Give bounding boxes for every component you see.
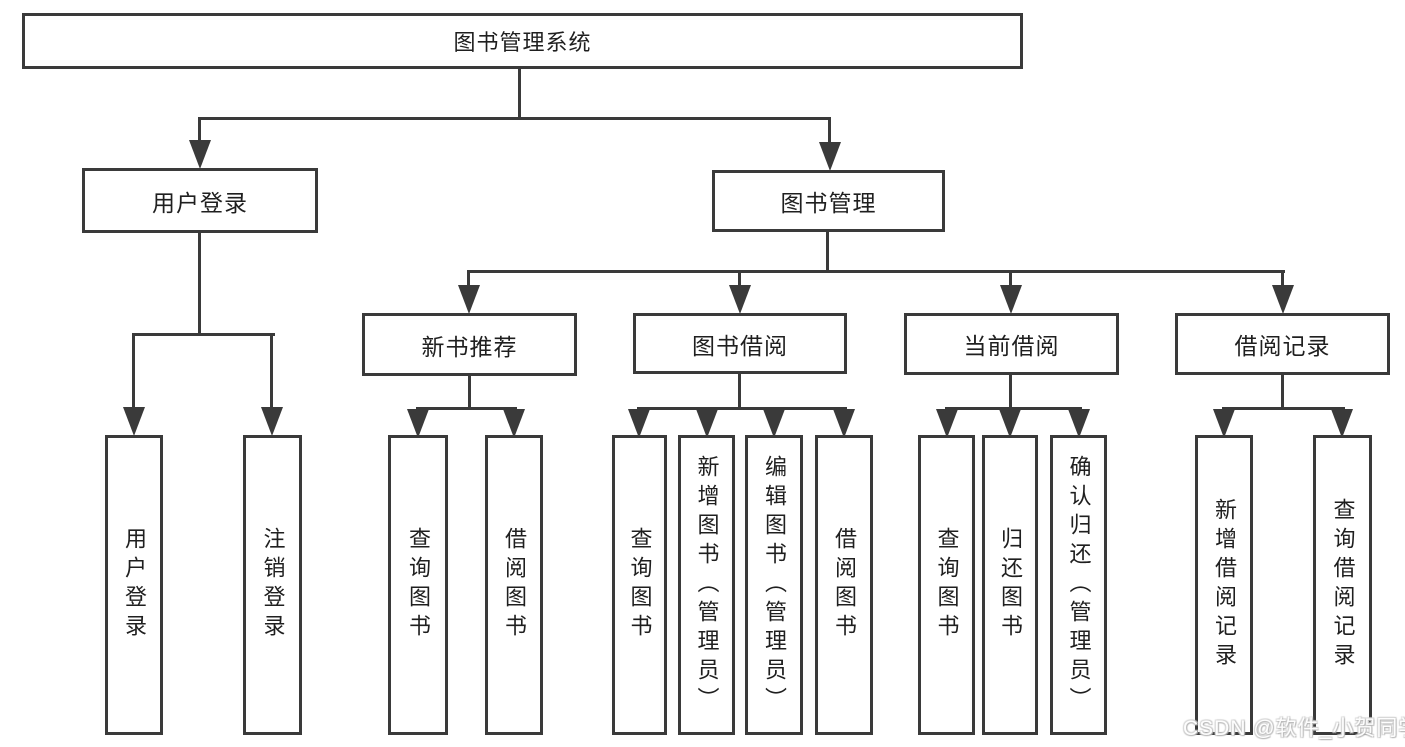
leaf-add-borrow-record: 新增借阅记录 — [1195, 435, 1253, 735]
leaf-query-borrow-record-label: 查询借阅记录 — [1330, 498, 1356, 672]
leaf-user-login: 用户登录 — [105, 435, 163, 735]
arrowhead-icon — [819, 142, 841, 171]
leaf-borrow-books-borrowing-label: 借阅图书 — [832, 527, 857, 643]
leaf-add-book-admin-label: 新增图书（管理员） — [694, 454, 720, 716]
connector-line — [1009, 375, 1012, 410]
leaf-borrow-books-recommend: 借阅图书 — [485, 435, 543, 735]
leaf-return-books: 归还图书 — [982, 435, 1038, 735]
connector-line — [945, 407, 1082, 410]
node-current-borrowing-label: 当前借阅 — [963, 333, 1060, 359]
leaf-query-books-current-label: 查询图书 — [934, 527, 960, 643]
arrowhead-icon — [1213, 409, 1235, 438]
connector-line — [1281, 270, 1284, 288]
connector-line — [826, 232, 829, 273]
leaf-user-login-label: 用户登录 — [122, 527, 147, 643]
connector-line — [738, 270, 741, 288]
connector-line — [198, 117, 201, 143]
connector-line — [637, 407, 847, 410]
leaf-confirm-return-admin: 确认归还（管理员） — [1050, 435, 1107, 735]
node-user-login: 用户登录 — [82, 168, 318, 233]
node-new-book-recommend-label: 新书推荐 — [421, 333, 518, 360]
arrowhead-icon — [503, 409, 525, 438]
arrowhead-icon — [936, 409, 958, 438]
connector-line — [132, 333, 135, 410]
leaf-query-books-current: 查询图书 — [918, 435, 975, 735]
leaf-edit-book-admin: 编辑图书（管理员） — [745, 435, 803, 735]
connector-line — [467, 270, 1285, 273]
leaf-return-books-label: 归还图书 — [998, 527, 1023, 643]
node-new-book-recommend: 新书推荐 — [362, 313, 577, 376]
leaf-query-books-recommend-label: 查询图书 — [406, 527, 431, 643]
connector-line — [468, 376, 471, 410]
connector-line — [738, 374, 741, 410]
leaf-query-borrow-record: 查询借阅记录 — [1313, 435, 1372, 735]
connector-line — [1009, 270, 1012, 288]
arrowhead-icon — [189, 140, 211, 169]
arrowhead-icon — [458, 285, 480, 314]
node-borrowing-records-label: 借阅记录 — [1234, 333, 1331, 359]
node-book-borrowing-label: 图书借阅 — [692, 332, 788, 359]
leaf-query-books-borrowing-label: 查询图书 — [627, 527, 653, 643]
arrowhead-icon — [1272, 285, 1294, 314]
connector-line — [416, 407, 517, 410]
connector-line — [132, 333, 275, 336]
connector-line — [198, 233, 201, 336]
arrowhead-icon — [763, 409, 785, 438]
connector-line — [1281, 375, 1284, 410]
leaf-logout: 注销登录 — [243, 435, 302, 735]
node-book-management-label: 图书管理 — [780, 190, 877, 216]
leaf-edit-book-admin-label: 编辑图书（管理员） — [762, 454, 787, 716]
leaf-add-borrow-record-label: 新增借阅记录 — [1212, 498, 1237, 672]
leaf-borrow-books-recommend-label: 借阅图书 — [502, 527, 527, 643]
arrowhead-icon — [123, 407, 145, 436]
connector-line — [1222, 407, 1345, 410]
arrowhead-icon — [999, 409, 1021, 438]
leaf-query-books-recommend: 查询图书 — [388, 435, 448, 735]
node-user-login-label: 用户登录 — [152, 189, 248, 216]
leaf-borrow-books-borrowing: 借阅图书 — [815, 435, 873, 735]
connector-line — [828, 117, 831, 144]
connector-line — [467, 270, 470, 288]
arrowhead-icon — [261, 407, 283, 436]
leaf-add-book-admin: 新增图书（管理员） — [678, 435, 735, 735]
node-book-borrowing: 图书借阅 — [633, 313, 847, 374]
arrowhead-icon — [1331, 409, 1353, 438]
leaf-logout-label: 注销登录 — [260, 527, 286, 643]
arrowhead-icon — [407, 409, 429, 438]
connector-line — [270, 333, 273, 410]
node-current-borrowing: 当前借阅 — [904, 313, 1119, 375]
arrowhead-icon — [833, 409, 855, 438]
node-root-label: 图书管理系统 — [453, 30, 592, 55]
arrowhead-icon — [1068, 409, 1090, 438]
connector-line — [518, 69, 521, 119]
leaf-query-books-borrowing: 查询图书 — [612, 435, 667, 735]
node-root: 图书管理系统 — [22, 13, 1023, 69]
leaf-confirm-return-admin-label: 确认归还（管理员） — [1066, 454, 1092, 716]
node-book-management: 图书管理 — [712, 170, 945, 232]
arrowhead-icon — [729, 285, 751, 314]
node-borrowing-records: 借阅记录 — [1175, 313, 1390, 375]
arrowhead-icon — [628, 409, 650, 438]
arrowhead-icon — [696, 409, 718, 438]
watermark: CSDN @软件_小贺同学 — [1183, 717, 1405, 740]
connector-line — [198, 117, 831, 120]
arrowhead-icon — [1000, 285, 1022, 314]
